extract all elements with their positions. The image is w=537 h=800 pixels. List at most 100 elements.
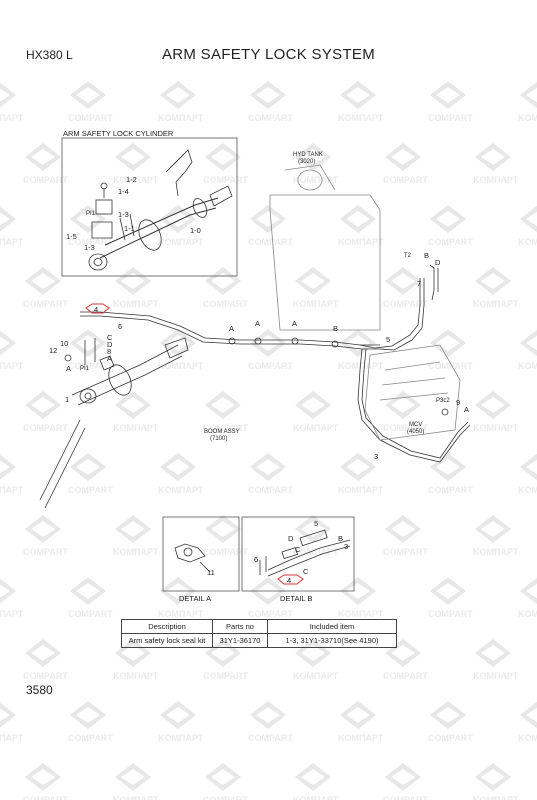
watermark-text: COMPART xyxy=(383,423,428,433)
watermark-tile: KOMПАРТ xyxy=(293,391,339,433)
watermark-tile: KOMПАРТ xyxy=(518,329,537,371)
watermark-text: COMPART xyxy=(68,609,113,619)
watermark-text: COMPART xyxy=(68,361,113,371)
label-9: 9 xyxy=(456,398,461,407)
watermark-tile: KOMПАРТ xyxy=(293,267,339,309)
label-a-main-1: A xyxy=(107,354,113,363)
watermark-tile: COMPART xyxy=(248,453,293,495)
watermark-text: KOMПАРТ xyxy=(293,175,339,185)
watermark-tile: COMPART xyxy=(248,329,293,371)
watermark-tile: COMPART xyxy=(23,391,68,433)
model-number: HX380 L xyxy=(26,48,73,62)
inset-cylinder-drawing xyxy=(88,149,233,271)
boom-assy-code: (7100) xyxy=(210,436,228,442)
watermark-tile: COMPART xyxy=(248,205,293,247)
watermark-tile: KOMПАРТ xyxy=(158,81,204,123)
watermark-text: KOMПАРТ xyxy=(158,237,204,247)
watermark-text: KOMПАРТ xyxy=(473,423,519,433)
watermark-tile: COMPART xyxy=(23,763,68,800)
watermark-tile: COMPART xyxy=(68,577,113,619)
watermark-text: KOMПАРТ xyxy=(293,299,339,309)
watermark-text: COMPART xyxy=(248,733,293,743)
watermark-tile: KOMПАРТ xyxy=(293,143,339,185)
watermark-tile: KOMПАРТ xyxy=(473,515,519,557)
label-7: 7 xyxy=(417,279,422,288)
parts-table: Description Parts no Included item Arm s… xyxy=(121,619,397,648)
watermark-tile: KOMПАРТ xyxy=(338,205,384,247)
boom-cylinder-drawing xyxy=(39,337,189,509)
detail-b-frame xyxy=(241,516,355,592)
label-detail-b-c: C xyxy=(295,545,301,554)
watermark-text: COMPART xyxy=(383,547,428,557)
watermark-text: COMPART xyxy=(203,671,248,681)
watermark-tile: KOMПАРТ xyxy=(0,82,24,123)
detail-a-drawing xyxy=(174,543,211,573)
watermark-tile: COMPART xyxy=(383,143,428,185)
callout-4-highlight xyxy=(85,303,110,314)
watermark-tile: KOMПАРТ xyxy=(473,639,519,681)
label-b-hose: B xyxy=(333,324,339,333)
watermark-text: KOMПАРТ xyxy=(293,547,339,557)
watermark-tile: KOMПАРТ xyxy=(473,391,519,433)
watermark-tile: KOMПАРТ xyxy=(518,453,537,495)
label-10: 10 xyxy=(60,339,69,348)
watermark-text: COMPART xyxy=(383,299,428,309)
watermark-tile: KOMПАРТ xyxy=(0,330,24,371)
label-detail-b-3: 3 xyxy=(344,542,349,551)
table-cell-parts-no: 31Y1-36170 xyxy=(212,633,268,648)
label-5: 5 xyxy=(386,335,391,344)
watermark-text: COMPART xyxy=(428,113,473,123)
label-a-hose-3: A xyxy=(292,319,298,328)
watermark-text: KOMПАРТ xyxy=(338,485,384,495)
table-cell-included-item: 1-3, 31Y1-33710(See 4190) xyxy=(267,633,397,648)
watermark-tile: KOMПАРТ xyxy=(113,143,159,185)
watermark-text: COMPART xyxy=(428,361,473,371)
label-1-3-bottom: 1-3 xyxy=(84,243,95,252)
label-detail-b-5: 5 xyxy=(314,519,319,528)
table-header-description: Description xyxy=(121,619,213,634)
watermark-text: COMPART xyxy=(203,175,248,185)
hyd-tank-caption: HYD TANK xyxy=(293,152,323,158)
watermark-tile: KOMПАРТ xyxy=(338,329,384,371)
inset-frame xyxy=(61,137,238,277)
watermark-tile: COMPART xyxy=(203,143,248,185)
watermark-text: KOMПАРТ xyxy=(0,113,24,123)
watermark-text: COMPART xyxy=(248,113,293,123)
label-detail-b-6: 6 xyxy=(254,555,259,564)
watermark-tile: COMPART xyxy=(428,329,473,371)
watermark-tile: KOMПАРТ xyxy=(293,515,339,557)
watermark-tile: KOMПАРТ xyxy=(338,701,384,743)
watermark-text: COMPART xyxy=(68,733,113,743)
label-b-tank: B xyxy=(424,251,430,260)
watermark-tile: KOMПАРТ xyxy=(158,205,204,247)
watermark-tile: COMPART xyxy=(68,205,113,247)
watermark-tile: COMPART xyxy=(383,515,428,557)
watermark-text: KOMПАРТ xyxy=(473,547,519,557)
watermark-text: COMPART xyxy=(203,423,248,433)
watermark-tile: COMPART xyxy=(68,701,113,743)
watermark-text: COMPART xyxy=(428,609,473,619)
table-row: Arm safety lock seal kit 31Y1-36170 1-3,… xyxy=(121,633,397,648)
label-1-1: 1-1 xyxy=(124,224,135,233)
watermark-tile: KOMПАРТ xyxy=(518,81,537,123)
watermark-tile: COMPART xyxy=(428,205,473,247)
pi1-port-label-boom: PI1 xyxy=(80,366,90,372)
detail-b-drawing xyxy=(259,529,351,577)
label-1-0: 1-0 xyxy=(190,226,201,235)
watermark-text: COMPART xyxy=(383,671,428,681)
watermark-text: COMPART xyxy=(23,547,68,557)
boom-assy-caption: BOOM ASSY xyxy=(204,429,240,435)
table-header-row: Description Parts no Included item xyxy=(121,619,397,634)
watermark-tile: KOMПАРТ xyxy=(0,702,24,743)
label-a-hose-1: A xyxy=(229,324,235,333)
watermark-tile: KOMПАРТ xyxy=(473,763,519,800)
watermark-text: COMPART xyxy=(203,299,248,309)
watermark-text: KOMПАРТ xyxy=(113,299,159,309)
label-a-main-2: A xyxy=(66,364,72,373)
watermark-tile: KOMПАРТ xyxy=(0,206,24,247)
label-1-2: 1-2 xyxy=(126,175,137,184)
label-detail-b-c2: C xyxy=(303,567,309,576)
